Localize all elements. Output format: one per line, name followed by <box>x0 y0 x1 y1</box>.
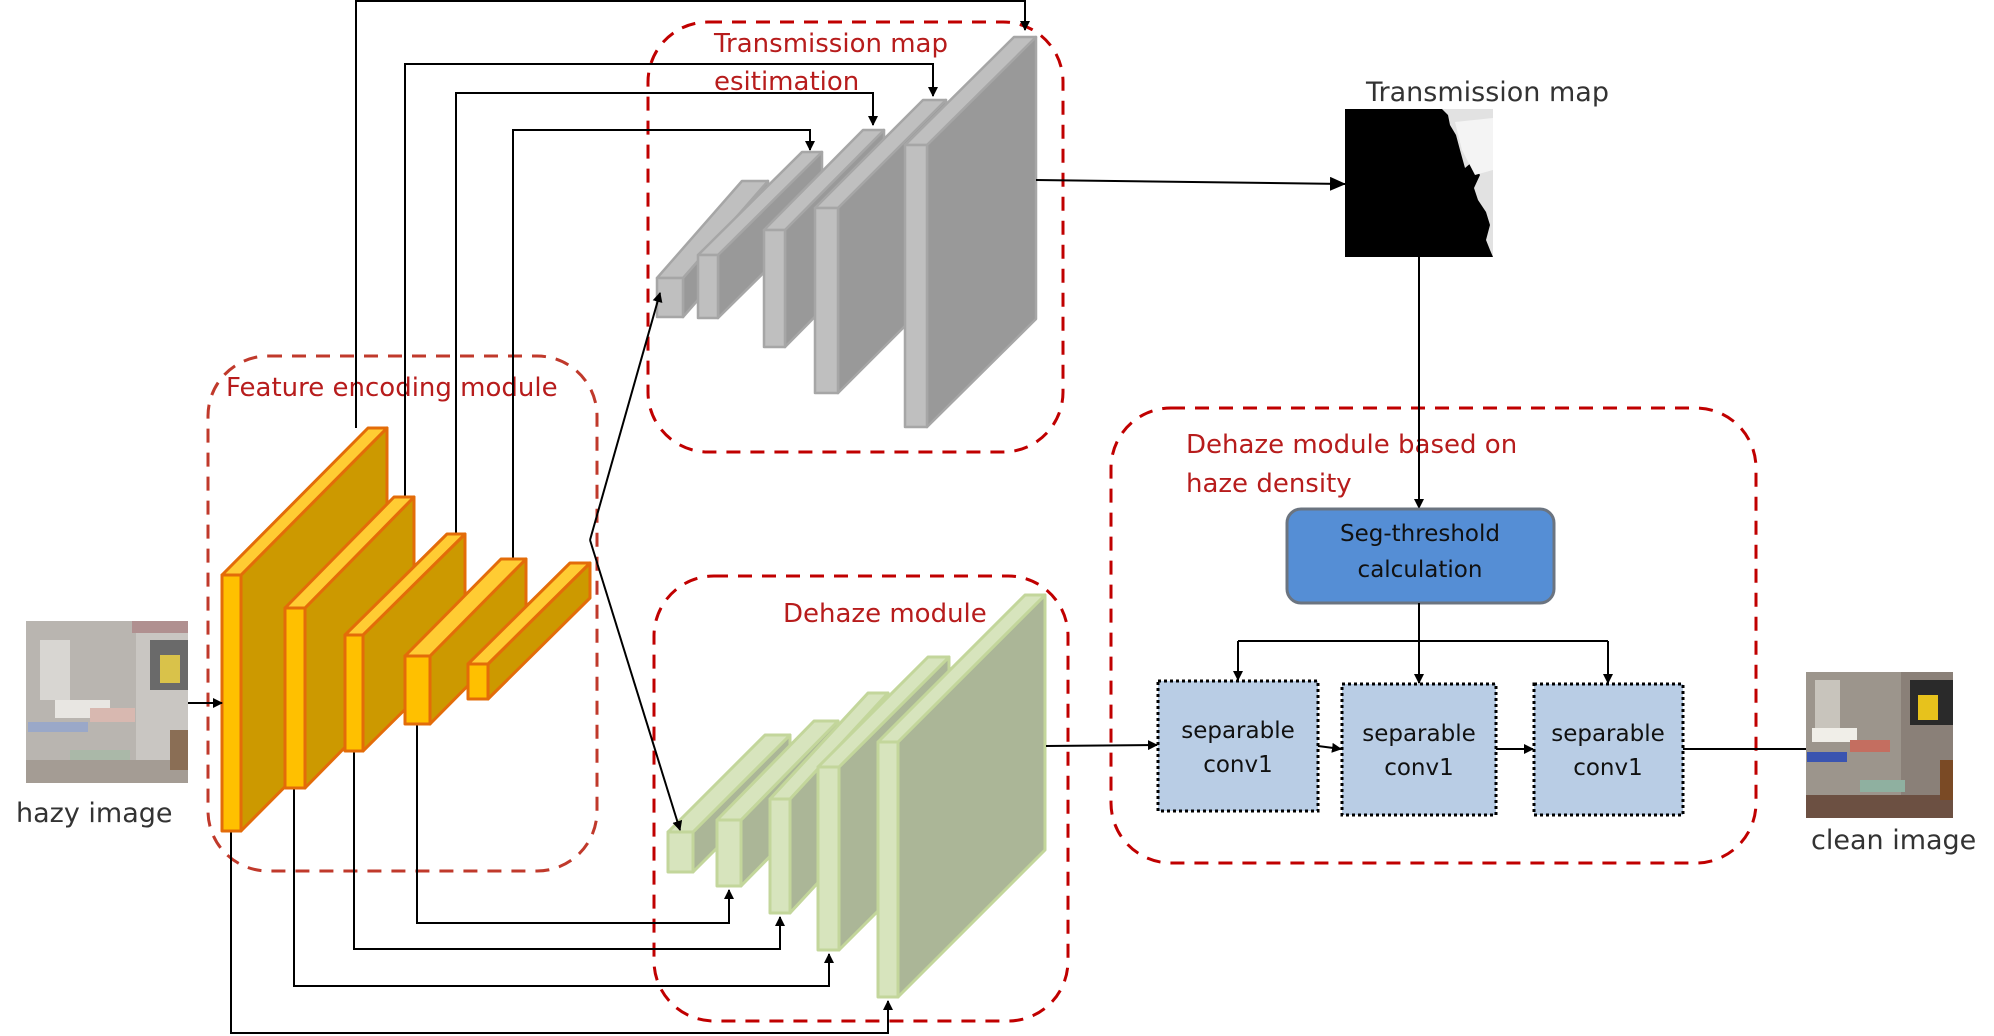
transmission-block-3-face <box>762 228 787 349</box>
encoder-block-2-face <box>283 606 307 790</box>
transmission-estimation-module-box <box>646 20 1065 454</box>
skip-connections-bottom <box>230 724 893 1034</box>
transmission-to-map-arrow <box>1035 176 1346 191</box>
transmission-block-4-face <box>813 206 840 395</box>
separable-conv-box-2: separable conv1 <box>1340 682 1498 817</box>
separable-conv-box-1: separable conv1 <box>1156 679 1320 813</box>
seg-threshold-box: Seg-threshold calculation <box>1285 507 1556 605</box>
transmission-decoder-blocks <box>655 35 1038 429</box>
encoder-to-dehaze-arrow <box>589 539 683 831</box>
encoder-block-5 <box>466 561 592 701</box>
skip-connections-top <box>355 0 1030 559</box>
encoder-to-transmission-arrow <box>589 292 663 541</box>
dehaze-to-conv1-arrow <box>1045 740 1158 751</box>
conv-3-line1: separable <box>1551 721 1665 747</box>
encoder-block-3 <box>343 532 467 753</box>
encoder-block-4-face <box>403 654 432 726</box>
conv-1-line1: separable <box>1181 718 1295 744</box>
transmission-block-5-face <box>903 143 929 429</box>
dehaze-block-1-face <box>666 830 695 874</box>
hazy-image-label: hazy image <box>16 798 173 829</box>
transmission-block-2-face <box>696 253 720 320</box>
dehaze-density-label-line1: Dehaze module based on <box>1186 430 1517 460</box>
conv-2-line2: conv1 <box>1384 755 1454 781</box>
conv-3-line2: conv1 <box>1573 755 1643 781</box>
dehaze-block-4-face <box>816 765 841 952</box>
dehaze-block-3-face <box>768 797 792 915</box>
dehaze-density-module-box <box>1109 406 1758 865</box>
transmission-block-5 <box>903 35 1038 429</box>
transmission-map-label: Transmission map <box>1365 77 1609 108</box>
clean-image-label: clean image <box>1811 825 1976 856</box>
feature-encoding-module-box <box>206 354 599 873</box>
conv-2-line1: separable <box>1362 721 1476 747</box>
encoder-blocks <box>220 426 592 833</box>
dehaze-block-5 <box>876 593 1047 999</box>
separable-conv-box-3: separable conv1 <box>1532 682 1685 817</box>
encoder-block-1-face <box>220 573 243 833</box>
seg-distribution-wires <box>1233 603 1613 684</box>
clean-image <box>1806 672 1953 818</box>
encoder-block-5-face <box>466 662 490 701</box>
encoder-block-3-face <box>343 633 365 753</box>
transmission-map-image <box>1345 109 1493 257</box>
transmission-block-5-face <box>925 35 1038 429</box>
hazy-image <box>26 621 188 783</box>
transmission-estimation-label-line1: Transmission map <box>713 29 948 59</box>
dehaze-block-2-face <box>715 818 743 888</box>
seg-threshold-line2: calculation <box>1358 557 1483 583</box>
seg-threshold-line1: Seg-threshold <box>1340 521 1500 547</box>
dehaze-module-box <box>652 574 1070 1023</box>
conv1-to-conv2-arrow <box>1317 742 1342 753</box>
conv-1-line2: conv1 <box>1203 752 1273 778</box>
feature-encoding-module-label: Feature encoding module <box>226 373 558 403</box>
dehaze-decoder-blocks <box>666 593 1047 999</box>
dehaze-density-label-line2: haze density <box>1186 469 1352 499</box>
transmission-block-1-face <box>655 276 685 319</box>
dehaze-block-5-face <box>876 740 900 999</box>
encoder-block-4 <box>403 557 528 726</box>
dehaze-module-label: Dehaze module <box>783 599 987 629</box>
